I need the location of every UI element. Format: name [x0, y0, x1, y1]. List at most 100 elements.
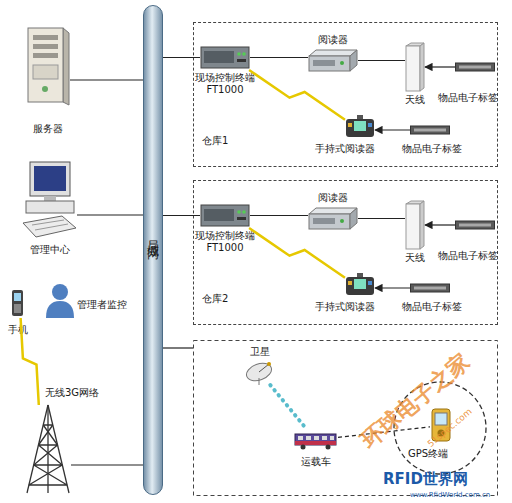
truck-icon-part [295, 441, 336, 445]
truck-icon-part [298, 436, 303, 440]
computer-icon-part [23, 216, 76, 237]
satellite-icon [245, 360, 275, 385]
handheld-icon-part [357, 273, 363, 277]
reader-icon [308, 48, 358, 73]
reader-icon-part [340, 219, 344, 223]
reader-icon-part [313, 60, 335, 66]
reader-icon-part [309, 56, 350, 71]
node-label: 无线3G网络 [45, 387, 99, 399]
node-label: 仓库1 [202, 135, 228, 147]
node-label: 服务器 [33, 123, 63, 135]
antenna-icon [405, 42, 425, 92]
wireless-link [249, 70, 345, 120]
handheld-icon-part [368, 123, 372, 127]
control-terminal: 现场控制终端 FT1000 [200, 45, 250, 70]
reader-icon-part [309, 50, 357, 56]
connector-line [425, 224, 455, 225]
antenna-icon-part [406, 204, 420, 249]
tag-icon [410, 125, 450, 135]
node-label: GPS终端 [408, 448, 448, 460]
node-label: 现场控制终端 FT1000 [193, 72, 257, 96]
tower-icon [25, 405, 71, 493]
node-label: 物品电子标签 [402, 143, 462, 155]
node-label: 运载车 [301, 456, 331, 468]
reader-icon [308, 206, 358, 231]
tag-icon [410, 283, 450, 293]
transport-group-box [194, 341, 498, 496]
watermark: www.RfidWorld.com.cn [410, 492, 490, 499]
connector-line [70, 79, 143, 80]
phone-icon-part [14, 293, 21, 301]
tower-icon-part [47, 405, 48, 493]
tag-icon-part [456, 63, 495, 71]
reader-icon-part [309, 208, 357, 214]
computer-icon [22, 160, 77, 240]
node-label: 手持式阅读器 [315, 143, 375, 155]
server-icon-part [42, 86, 48, 92]
computer-icon-part [30, 162, 70, 196]
handheld-reader: 手持式阅读器 [345, 115, 375, 140]
network-pipe: 局域网 [143, 5, 163, 495]
reader-icon-part [340, 61, 344, 65]
phone-icon [10, 288, 25, 318]
connector-line [163, 57, 200, 58]
handheld-icon-part [368, 281, 372, 285]
handheld-icon-part [348, 281, 352, 285]
antenna: 天线 [405, 42, 425, 92]
phone-icon-part [12, 290, 23, 316]
truck-icon-part [306, 436, 311, 440]
handheld-icon-part [346, 277, 374, 295]
ft-icon [200, 203, 250, 228]
server: 服务器 [25, 25, 70, 105]
truck-icon-part [322, 436, 327, 440]
ft-icon-part [204, 209, 234, 221]
rfid-reader: 阅读器 [308, 48, 358, 73]
rfid-tag: 物品电子标签 [410, 125, 450, 135]
rfid-tag: 物品电子标签 [455, 220, 495, 230]
watermark: RFID世界网 [383, 472, 468, 487]
node-label: 管理者监控 [77, 299, 127, 311]
tag-icon-part [459, 224, 491, 227]
transport-vehicle: 运载车 [293, 430, 338, 450]
reader-icon-part [350, 50, 357, 71]
ft-icon-part [201, 47, 249, 68]
connector-line [250, 57, 308, 58]
ft-icon-part [237, 52, 241, 56]
server-icon-part [63, 28, 69, 105]
node-label: 现场控制终端 FT1000 [193, 230, 257, 254]
antenna-icon-part [406, 46, 420, 91]
ft-icon-part [242, 52, 246, 56]
ft-icon-part [204, 51, 234, 63]
ft-icon-part [242, 210, 246, 214]
handheld-reader: 手持式阅读器 [345, 273, 375, 298]
rfid-reader: 阅读器 [308, 206, 358, 231]
ft-icon-part [237, 210, 241, 214]
node-label: 物品电子标签 [402, 301, 462, 313]
antenna: 天线 [405, 200, 425, 250]
node-label: 天线 [405, 94, 425, 106]
rfid-tag: 物品电子标签 [410, 283, 450, 293]
connector-line [375, 287, 410, 288]
node-label: 管理中心 [30, 244, 70, 256]
truck-icon-part [326, 445, 331, 450]
node-label: 物品电子标签 [438, 250, 498, 262]
truck-icon-part [295, 434, 336, 445]
ft-icon [200, 45, 250, 70]
tower-icon-part [27, 405, 69, 493]
node-label: 手机 [8, 324, 28, 336]
computer-icon-part [35, 224, 68, 230]
truck-icon-part [330, 436, 334, 440]
connector-line [375, 129, 410, 130]
computer-icon-part [44, 196, 56, 201]
computer-icon-part [32, 220, 64, 225]
ft-icon-part [237, 59, 246, 62]
handheld-icon-part [354, 279, 366, 289]
reader-icon-part [309, 214, 350, 229]
tag-icon [455, 62, 495, 72]
person-icon [45, 283, 75, 318]
handheld-icon [345, 115, 375, 140]
control-terminal: 现场控制终端 FT1000 [200, 203, 250, 228]
reader-icon-part [313, 218, 335, 224]
ft-icon-part [237, 217, 246, 220]
tag-icon [455, 220, 495, 230]
